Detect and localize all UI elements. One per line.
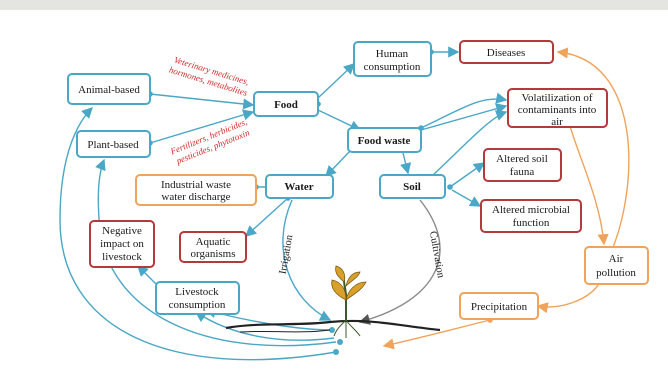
edge-plant-food (149, 109, 255, 144)
node-precipitation-box (459, 292, 539, 320)
edge-plant-plantbased (95, 158, 337, 347)
edge-soil-volatilization (431, 110, 508, 177)
edge-animal-food (149, 93, 255, 110)
edge-food-human (317, 63, 356, 99)
node-soil-box (379, 174, 446, 199)
plant-note-group: Fertilizers, herbicides, pesticides, phy… (168, 117, 251, 167)
plant-illustration (225, 265, 441, 338)
edge-airpollution-diseases (556, 47, 630, 251)
node-industrial-waste-box (135, 174, 257, 206)
node-food: Food (274, 99, 298, 111)
node-altered-microbial-line2: function (513, 217, 550, 229)
node-human-consumption-line2: consumption (364, 61, 421, 73)
dot-soil (447, 184, 453, 190)
irrigation-label: Irrigation (278, 233, 296, 275)
edge-airpollution-precipitation (536, 281, 601, 314)
node-volatilization-line1: Volatilization of (522, 92, 593, 104)
edge-water-aquatic (244, 197, 289, 237)
edge-waste-water (325, 147, 354, 178)
node-livestock-consumption-line2: consumption (169, 299, 226, 311)
node-volatilization-line2: contaminants into (518, 104, 597, 116)
edge-soil-microbial (451, 189, 482, 207)
edge-food-waste (317, 109, 362, 131)
node-food-waste: Food waste (358, 135, 411, 147)
node-negative-impact-line3: livestock (102, 251, 142, 263)
dot-plant-3 (329, 327, 335, 333)
node-diseases: Diseases (487, 47, 526, 59)
dot-plant-1 (333, 349, 339, 355)
node-negative-impact-line2: impact on (100, 238, 144, 250)
node-water: Water (284, 181, 313, 193)
node-volatilization-line3: air (551, 116, 563, 128)
node-soil: Soil (403, 181, 421, 193)
node-livestock-consumption-box (155, 281, 240, 315)
node-altered-microbial-box (480, 199, 582, 233)
node-precipitation: Precipitation (471, 301, 528, 313)
edge-plant-animal (59, 107, 337, 361)
dot-plant-2 (337, 339, 343, 345)
node-food-waste-box (347, 127, 422, 153)
cultivation-label: Cultivation (427, 230, 446, 279)
node-air-pollution-line1: Air (609, 253, 624, 265)
ground-line (225, 319, 441, 332)
node-air-pollution-box (584, 246, 649, 285)
edge-irrigation (282, 199, 332, 321)
node-industrial-waste-line1: Industrial waste (161, 179, 231, 191)
edge-cultivation (358, 199, 441, 325)
node-air-pollution-line2: pollution (596, 267, 636, 279)
edge-volatilization-airpollution (569, 125, 609, 246)
node-aquatic-line1: Aquatic (196, 236, 231, 248)
top-divider-bar (0, 0, 668, 10)
node-plant-based: Plant-based (87, 139, 139, 151)
node-altered-microbial-line1: Altered microbial (492, 204, 570, 216)
node-volatilization-box (507, 88, 608, 128)
node-human-consumption-box (353, 41, 432, 77)
node-plant-based-box (76, 130, 151, 158)
node-aquatic-box (179, 231, 247, 263)
edge-soil-fauna (449, 162, 486, 188)
node-diseases-box (459, 40, 554, 64)
node-water-box (265, 174, 334, 199)
node-aquatic-line2: organisms (190, 248, 235, 260)
node-livestock-consumption-line1: Livestock (175, 286, 219, 298)
node-human-consumption-line1: Human (376, 48, 409, 60)
node-negative-impact-box (89, 220, 155, 268)
node-animal-based-box (67, 73, 151, 105)
animal-note-group: Veterinary medicines, hormones, metaboli… (168, 55, 250, 99)
node-animal-based: Animal-based (78, 84, 140, 96)
edge-precipitation-plant (382, 319, 491, 350)
node-altered-soil-fauna-box (483, 148, 562, 182)
edge-waste-up-curve (420, 92, 508, 129)
edge-plant-livestock-2 (194, 311, 335, 341)
node-negative-impact-line1: Negative (102, 225, 142, 237)
node-altered-soil-fauna-line2: fauna (510, 166, 535, 178)
node-food-box (253, 91, 319, 117)
edge-waste-volatilization (420, 103, 508, 131)
node-industrial-waste-line2: water discharge (161, 191, 230, 203)
node-altered-soil-fauna-line1: Altered soil (496, 153, 548, 165)
